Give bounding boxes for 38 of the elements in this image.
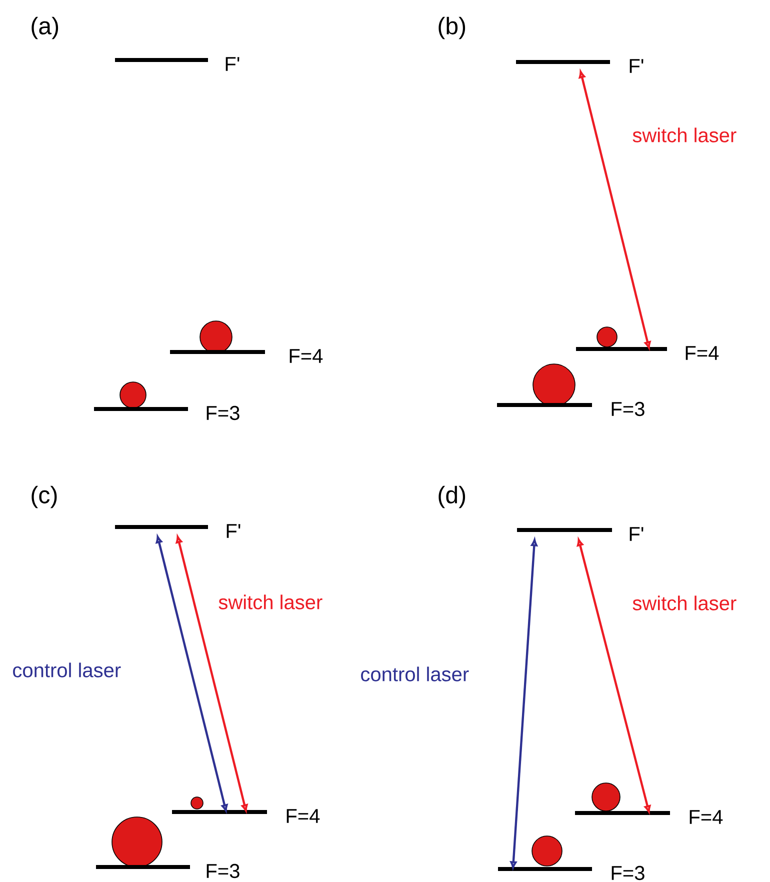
level-label: F=3 [206, 406, 240, 420]
edge-label: control laser [361, 666, 469, 682]
energy-level [576, 346, 719, 360]
panel-label: (c) [32, 486, 57, 508]
laser-arrow [578, 70, 651, 348]
laser-arrow [176, 536, 248, 812]
edge-label: switch laser [218, 594, 322, 610]
level-label: F' [226, 524, 240, 538]
level-label: F=3 [612, 402, 644, 416]
energy-level [517, 527, 644, 541]
level-label: F=3 [612, 866, 644, 880]
edge-label: switch laser [632, 596, 736, 610]
edge-label: control laser [13, 662, 121, 678]
level-label: F=4 [290, 349, 323, 363]
panel-label: (a) [32, 16, 58, 40]
energy-level [96, 864, 240, 878]
level-label: F' [226, 57, 240, 71]
energy-level [94, 406, 240, 420]
edge-label: switch laser [632, 128, 736, 142]
energy-level [497, 402, 644, 416]
laser-arrow [156, 536, 228, 812]
level-label: F=4 [690, 810, 723, 824]
energy-level [115, 524, 240, 538]
energy-level [575, 810, 723, 824]
panel-label: (b) [438, 16, 466, 40]
level-label: F' [630, 527, 644, 541]
level-label: F=4 [686, 346, 719, 360]
level-label: F=3 [206, 864, 240, 878]
energy-level [170, 349, 323, 363]
energy-level [115, 57, 240, 71]
energy-level [172, 809, 320, 823]
level-label: F' [630, 59, 644, 73]
level-label: F=4 [286, 809, 320, 823]
energy-level [516, 59, 644, 73]
energy-level [498, 866, 644, 880]
laser-arrow [510, 539, 538, 868]
panel-label: (d) [438, 486, 466, 508]
laser-arrow [576, 538, 651, 812]
